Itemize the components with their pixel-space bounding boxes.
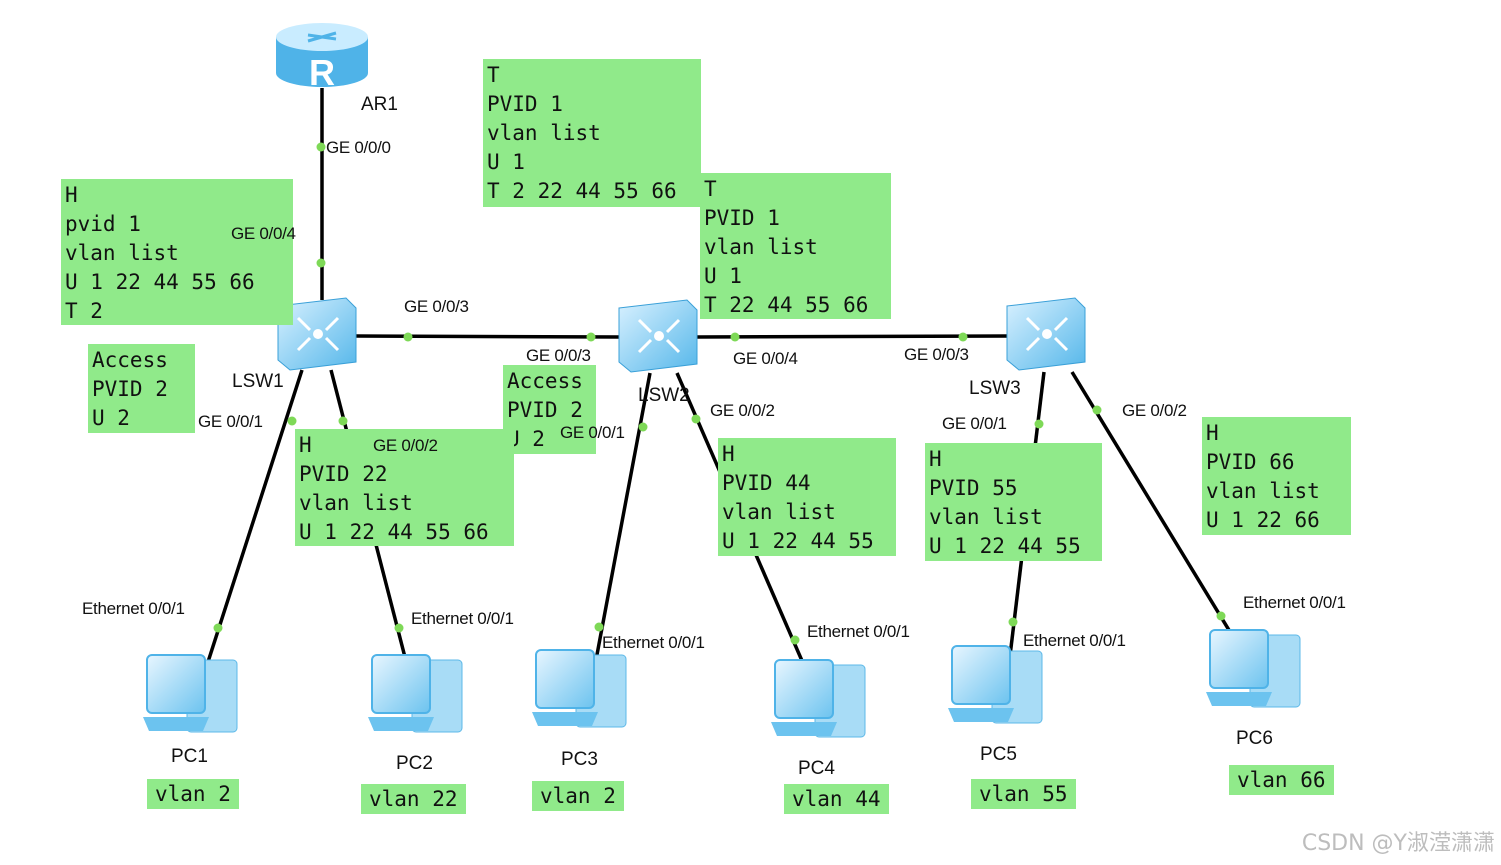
pc-icon-pc6[interactable]: [1206, 629, 1301, 708]
note-line: T 22 44 55 66: [704, 293, 869, 317]
router-icon[interactable]: R: [276, 23, 368, 93]
port-lsw3-ge001: GE 0/0/1: [942, 414, 1007, 433]
note-line: U 1 22 44 55 66: [65, 270, 255, 294]
note-lsw3-pc6: H PVID 66 vlan list U 1 22 66: [1202, 417, 1351, 535]
switch-icon-lsw2[interactable]: [618, 299, 698, 373]
link-lsw3-pc6: [1070, 371, 1237, 641]
note-line: T 2 22 44 55 66: [487, 179, 677, 203]
port-pc4-eth: Ethernet 0/0/1: [807, 622, 910, 641]
note-line: PVID 1: [487, 92, 563, 116]
port-lsw1-ge002: GE 0/0/2: [373, 436, 438, 455]
note-lsw3-pc5: H PVID 55 vlan list U 1 22 44 55: [925, 443, 1102, 561]
note-line: vlan list: [1206, 479, 1320, 503]
note-line: vlan list: [722, 500, 836, 524]
note-line: U 1 22 44 55 66: [299, 520, 489, 544]
note-line: vlan list: [704, 235, 818, 259]
note-line: H: [299, 433, 312, 457]
router-letter: R: [309, 52, 335, 93]
note-line: vlan list: [299, 491, 413, 515]
link-lsw2-lsw3: [696, 334, 1011, 339]
port-lsw1-ge003: GE 0/0/3: [404, 297, 469, 316]
note-line: PVID 22: [299, 462, 388, 486]
vlan-tag-pc2: vlan 22: [361, 784, 466, 814]
port-lsw3-ge002: GE 0/0/2: [1122, 401, 1187, 420]
vlan-tag-pc3: vlan 2: [532, 781, 624, 811]
label-pc4: PC4: [798, 758, 835, 779]
label-pc6: PC6: [1236, 728, 1273, 749]
note-line: T: [704, 177, 717, 201]
note-line: PVID 66: [1206, 450, 1295, 474]
label-lsw3: LSW3: [969, 378, 1021, 399]
note-line: U 1 22 44 55: [722, 529, 874, 553]
note-line: H: [929, 447, 942, 471]
note-trunk-top: T PVID 1 vlan list U 1 T 2 22 44 55 66: [483, 59, 701, 207]
pc-icon-pc4[interactable]: [771, 659, 866, 738]
pc-icon-pc2[interactable]: [368, 654, 463, 733]
note-line: PVID 44: [722, 471, 811, 495]
pc-icon-pc1[interactable]: [143, 654, 238, 733]
port-pc3-eth: Ethernet 0/0/1: [602, 633, 705, 652]
note-line: U 1 22 44 55: [929, 534, 1081, 558]
note-line: T: [487, 63, 500, 87]
port-pc6-eth: Ethernet 0/0/1: [1243, 593, 1346, 612]
note-line: U 2: [92, 406, 130, 430]
label-lsw2: LSW2: [638, 385, 690, 406]
note-line: U 1: [704, 264, 742, 288]
port-lsw1-ge001: GE 0/0/1: [198, 412, 263, 431]
port-pc2-eth: Ethernet 0/0/1: [411, 609, 514, 628]
label-ar1: AR1: [361, 94, 398, 115]
switch-icon-lsw1[interactable]: [277, 297, 357, 371]
link-lsw1-lsw2: [355, 334, 621, 339]
note-line: Access: [507, 369, 583, 393]
note-line: U 1 22 66: [1206, 508, 1320, 532]
note-line: vlan list: [929, 505, 1043, 529]
vlan-tag-pc6: vlan 66: [1229, 765, 1334, 795]
port-dots: [213, 142, 1226, 645]
port-lsw2-ge004: GE 0/0/4: [733, 349, 798, 368]
note-lsw1-pc2: H PVID 22 vlan list U 1 22 44 55 66: [295, 429, 514, 546]
note-line: PVID 2: [92, 377, 168, 401]
vlan-tag-pc5: vlan 55: [971, 779, 1076, 809]
port-lsw1-ge004: GE 0/0/4: [231, 224, 296, 243]
port-lsw3-ge003: GE 0/0/3: [904, 345, 969, 364]
port-lsw2-ge001: GE 0/0/1: [560, 423, 625, 442]
port-lsw2-ge003: GE 0/0/3: [526, 346, 591, 365]
note-line: H: [65, 183, 78, 207]
pc-icon-pc5[interactable]: [948, 645, 1043, 724]
vlan-tag-pc1: vlan 2: [147, 779, 239, 809]
watermark: CSDN @Y淑滢潇潇: [1301, 831, 1495, 856]
note-line: H: [1206, 421, 1219, 445]
note-line: PVID 2: [507, 398, 583, 422]
note-line: vlan list: [487, 121, 601, 145]
label-pc1: PC1: [171, 746, 208, 767]
port-ar1-ge000: GE 0/0/0: [326, 138, 391, 157]
port-lsw2-ge002: GE 0/0/2: [710, 401, 775, 420]
note-lsw2-pc4: H PVID 44 vlan list U 1 22 44 55: [718, 438, 896, 556]
label-pc3: PC3: [561, 749, 598, 770]
link-lsw2-pc3: [594, 372, 652, 661]
port-pc1-eth: Ethernet 0/0/1: [82, 599, 185, 618]
note-line: U 1: [487, 150, 525, 174]
label-pc5: PC5: [980, 744, 1017, 765]
label-lsw1: LSW1: [232, 371, 284, 392]
note-line: Access: [92, 348, 168, 372]
link-lsw1-pc1: [205, 369, 304, 666]
note-line: H: [722, 442, 735, 466]
note-line: PVID 55: [929, 476, 1018, 500]
note-line: PVID 1: [704, 206, 780, 230]
switch-icon-lsw3[interactable]: [1006, 297, 1086, 371]
port-pc5-eth: Ethernet 0/0/1: [1023, 631, 1126, 650]
vlan-tag-pc4: vlan 44: [784, 784, 889, 814]
note-trunk-right: T PVID 1 vlan list U 1 T 22 44 55 66: [700, 173, 891, 319]
note-line: T 2: [65, 299, 103, 323]
note-line: vlan list: [65, 241, 179, 265]
note-line: pvid 1: [65, 212, 141, 236]
pc-icon-pc3[interactable]: [532, 649, 627, 728]
label-pc2: PC2: [396, 753, 433, 774]
